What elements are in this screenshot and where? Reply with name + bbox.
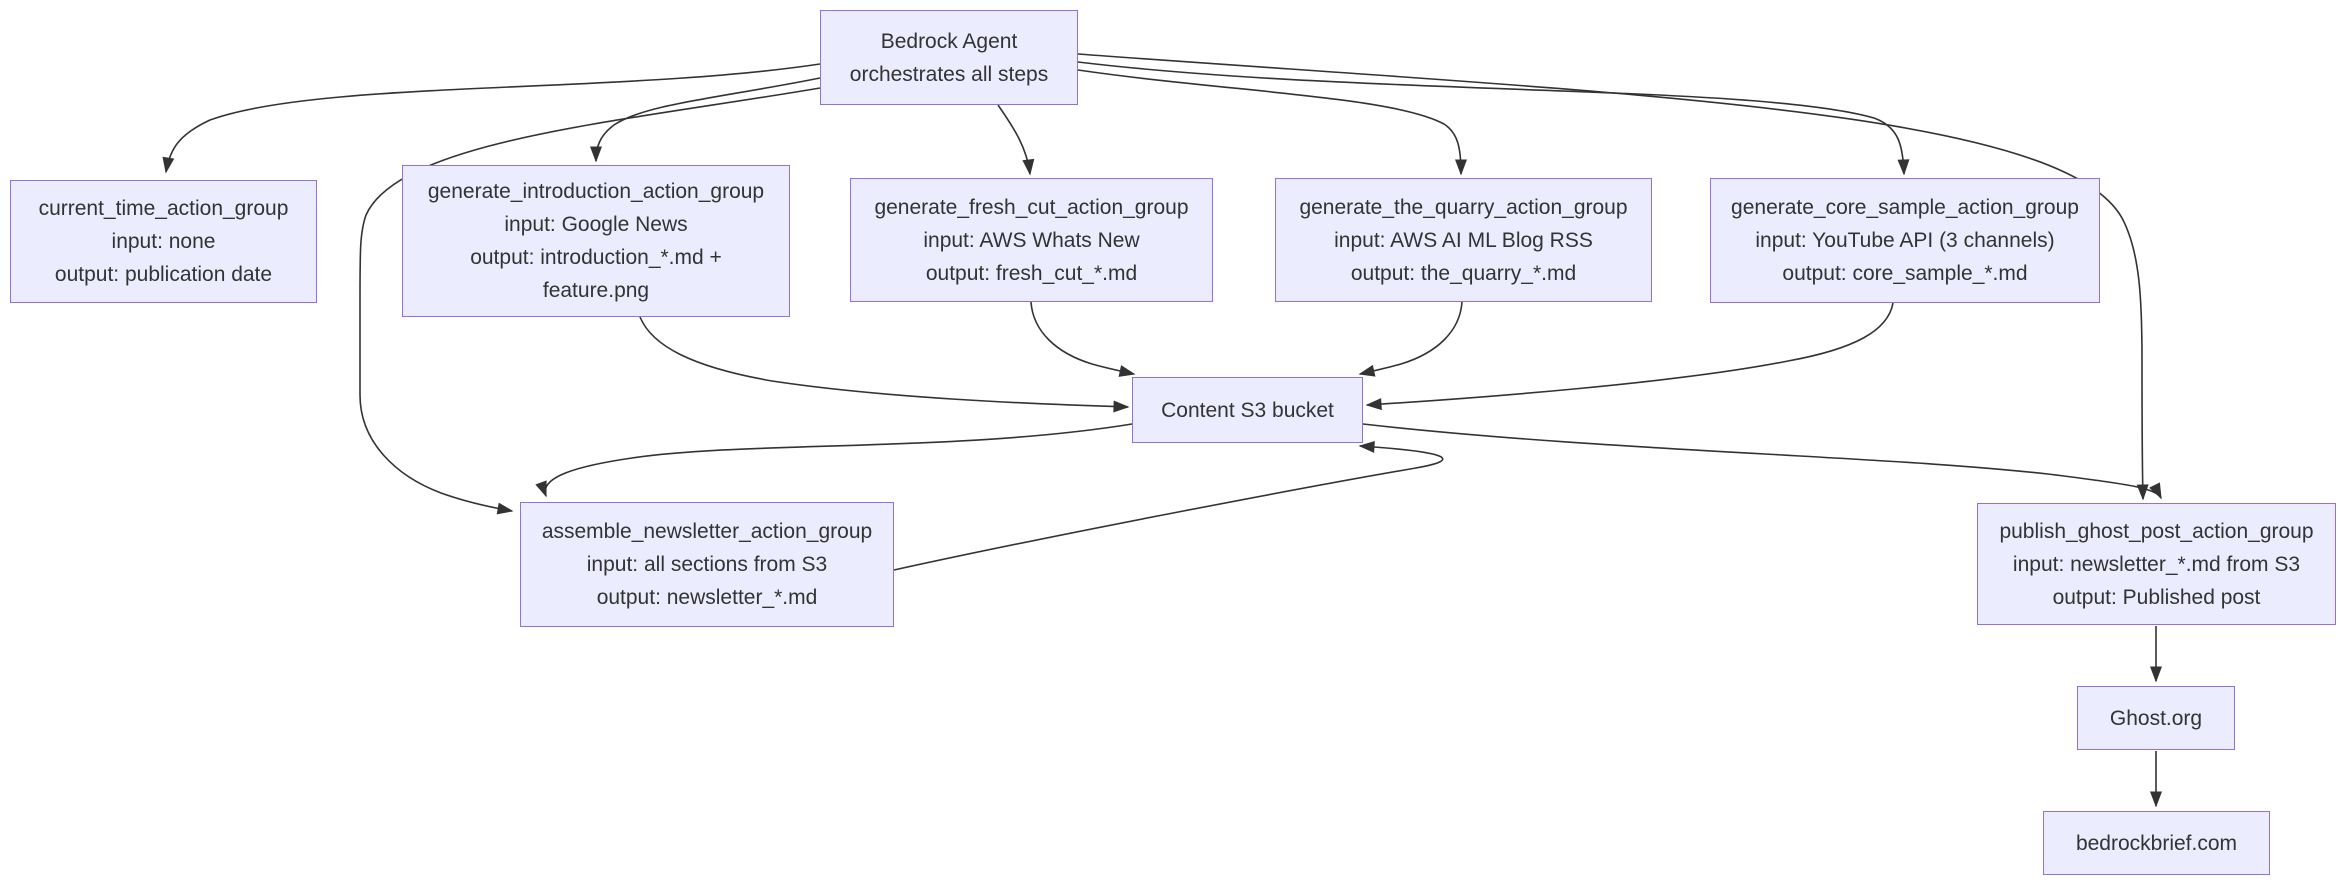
edge-content-s3-to-assemble-newsletter (535, 423, 1133, 498)
node-content-s3-bucket: Content S3 bucket (1132, 377, 1363, 443)
node-generate-introduction-action-group: generate_introduction_action_group input… (402, 165, 790, 317)
node-label-line: orchestrates all steps (849, 62, 1049, 86)
node-label-line: output: the_quarry_*.md (1350, 261, 1577, 285)
node-label-line: input: all sections from S3 (586, 553, 828, 576)
node-label-line: generate_introduction_action_group (427, 180, 765, 203)
node-label-line: input: newsletter_*.md from S3 (2012, 552, 2301, 576)
node-label-line: current_time_action_group (38, 197, 289, 220)
node-label-line: output: core_sample_*.md (1782, 262, 2028, 285)
node-label-line: generate_the_quarry_action_group (1299, 195, 1628, 219)
edge-bedrock-to-generate-the-quarry (1077, 69, 1467, 176)
edge-assemble-newsletter-to-content-s3 (893, 440, 1444, 571)
node-label-line: output: Published post (2052, 585, 2261, 609)
edge-generate-core-sample-to-content-s3 (1365, 302, 1894, 411)
edge-generate-the-quarry-to-content-s3 (1358, 301, 1463, 377)
node-label-line: input: AWS AI ML Blog RSS (1334, 228, 1593, 252)
node-ghost-org: Ghost.org (2077, 686, 2235, 750)
edge-generate-introduction-to-content-s3 (639, 316, 1130, 413)
node-label-line: Ghost.org (2109, 706, 2203, 730)
edge-bedrock-to-generate-core-sample (1077, 61, 1910, 176)
edge-content-s3-to-publish-ghost-post (1362, 423, 2162, 500)
edge-bedrock-to-generate-fresh-cut (997, 104, 1035, 176)
node-label-line: output: introduction_*.md + (470, 246, 722, 269)
node-label-line: output: newsletter_*.md (596, 586, 818, 609)
node-generate-the-quarry-action-group: generate_the_quarry_action_group input: … (1275, 178, 1652, 302)
node-label-line: output: fresh_cut_*.md (925, 261, 1138, 285)
node-label-line: publish_ghost_post_action_group (1999, 519, 2314, 543)
node-label-line: assemble_newsletter_action_group (541, 520, 873, 543)
edge-bedrock-to-assemble-newsletter (359, 87, 821, 515)
node-generate-fresh-cut-action-group: generate_fresh_cut_action_group input: A… (850, 178, 1213, 302)
node-label-line: output: publication date (54, 263, 273, 286)
edge-bedrock-to-current-time (162, 63, 821, 174)
node-label-line: input: none (111, 230, 216, 253)
node-assemble-newsletter-action-group: assemble_newsletter_action_group input: … (520, 502, 894, 627)
node-label-line: input: YouTube API (3 channels) (1755, 229, 2055, 252)
node-generate-core-sample-action-group: generate_core_sample_action_group input:… (1710, 178, 2100, 303)
node-bedrockbrief-com: bedrockbrief.com (2043, 811, 2270, 875)
node-label-line: Bedrock Agent (880, 29, 1018, 53)
node-label-line: generate_core_sample_action_group (1731, 196, 2079, 219)
node-label-line: input: Google News (504, 213, 688, 236)
node-current-time-action-group: current_time_action_group input: none ou… (10, 180, 317, 303)
node-label-line: generate_fresh_cut_action_group (874, 195, 1189, 219)
node-label-line: Content S3 bucket (1161, 398, 1334, 422)
edge-bedrock-to-generate-introduction (590, 77, 821, 163)
edge-generate-fresh-cut-to-content-s3 (1030, 301, 1136, 377)
node-label-line: feature.png (542, 279, 650, 302)
edge-bedrock-to-publish-ghost-post (1077, 53, 2149, 501)
node-label-line: bedrockbrief.com (2075, 831, 2238, 855)
node-bedrock-agent: Bedrock Agent orchestrates all steps (820, 10, 1078, 105)
node-label-line: input: AWS Whats New (923, 228, 1140, 252)
node-publish-ghost-post-action-group: publish_ghost_post_action_group input: n… (1977, 503, 2336, 625)
